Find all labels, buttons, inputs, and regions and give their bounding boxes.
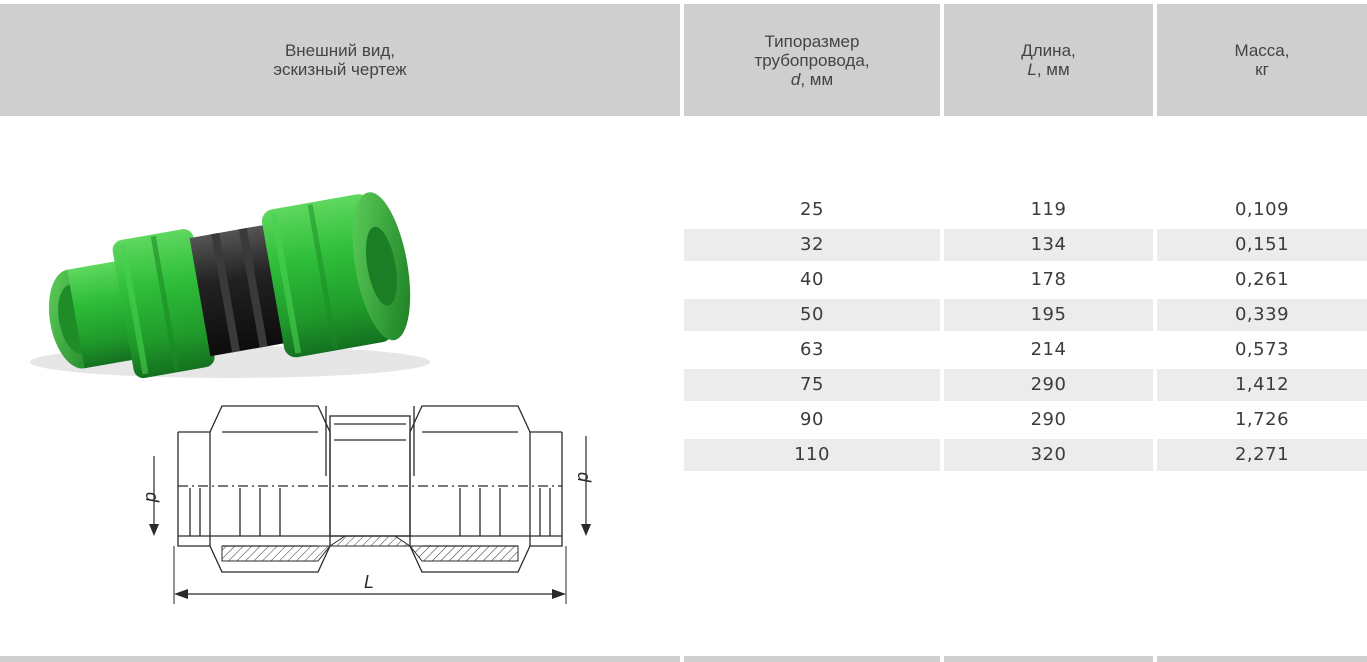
cell-mass: 1,412 — [1157, 369, 1367, 401]
spec-table-body: 25 119 0,109 32 134 0,151 40 178 0,261 5… — [684, 194, 1367, 474]
header-mass-line1: Масса, — [1234, 41, 1290, 60]
dim-label-L: L — [364, 572, 374, 592]
header-pipe-size-line3: d, мм — [754, 70, 869, 89]
cell-diameter: 90 — [800, 409, 824, 430]
fitting-sketch: d d L — [142, 405, 594, 604]
cell-length: 214 — [1030, 339, 1067, 360]
header-pipe-size-line1: Типоразмер — [764, 31, 860, 51]
cell-diameter: 75 — [684, 369, 940, 401]
cell-length: 290 — [1030, 409, 1067, 430]
cell-length: 134 — [944, 229, 1153, 261]
footer-band-1 — [0, 656, 680, 662]
cell-length: 320 — [944, 439, 1153, 471]
header-appearance-line1: Внешний вид, — [284, 41, 396, 60]
header-appearance-line2: эскизный чертеж — [273, 60, 407, 79]
fitting-photo — [30, 192, 430, 379]
header-pipe-size-var: d — [790, 69, 801, 89]
cell-mass: 0,261 — [1234, 269, 1290, 290]
cell-mass: 0,339 — [1157, 299, 1367, 331]
header-length-unit: , мм — [1036, 60, 1070, 79]
header-pipe-size-unit: , мм — [800, 69, 834, 89]
table-row: 50 195 0,339 — [684, 299, 1367, 334]
table-row: 90 290 1,726 — [684, 404, 1367, 439]
cell-mass: 1,726 — [1234, 409, 1290, 430]
table-row: 110 320 2,271 — [684, 439, 1367, 474]
footer-band-4 — [1157, 656, 1367, 662]
cell-diameter: 25 — [800, 199, 824, 220]
header-length: Длина, L, мм — [944, 4, 1153, 116]
header-length-line2: L, мм — [1021, 60, 1076, 79]
cell-mass: 0,573 — [1234, 339, 1290, 360]
cell-diameter: 32 — [684, 229, 940, 261]
footer-band-2 — [684, 656, 940, 662]
table-row: 32 134 0,151 — [684, 229, 1367, 264]
table-row: 40 178 0,261 — [684, 264, 1367, 299]
header-length-var: L — [1027, 60, 1037, 79]
table-row: 63 214 0,573 — [684, 334, 1367, 369]
header-mass-line2: кг — [1255, 60, 1269, 79]
dim-label-d-left: d — [142, 492, 162, 503]
header-appearance: Внешний вид, эскизный чертеж — [0, 4, 680, 116]
cell-mass: 0,151 — [1157, 229, 1367, 261]
dim-label-d-right: d — [574, 472, 594, 483]
cell-diameter: 40 — [800, 269, 824, 290]
header-length-line1: Длина, — [1021, 41, 1076, 60]
cell-length: 290 — [944, 369, 1153, 401]
header-pipe-size: Типоразмер трубопровода, d, мм — [684, 4, 940, 116]
cell-length: 195 — [944, 299, 1153, 331]
cell-length: 119 — [1030, 199, 1067, 220]
cell-diameter: 63 — [800, 339, 824, 360]
header-mass: Масса, кг — [1157, 4, 1367, 116]
header-pipe-size-line2: трубопровода, — [754, 50, 870, 70]
table-row: 75 290 1,412 — [684, 369, 1367, 404]
table-row: 25 119 0,109 — [684, 194, 1367, 229]
footer-band-3 — [944, 656, 1153, 662]
cell-mass: 2,271 — [1157, 439, 1367, 471]
cell-mass: 0,109 — [1234, 199, 1290, 220]
cell-diameter: 50 — [684, 299, 940, 331]
cell-length: 178 — [1030, 269, 1067, 290]
cell-diameter: 110 — [684, 439, 940, 471]
